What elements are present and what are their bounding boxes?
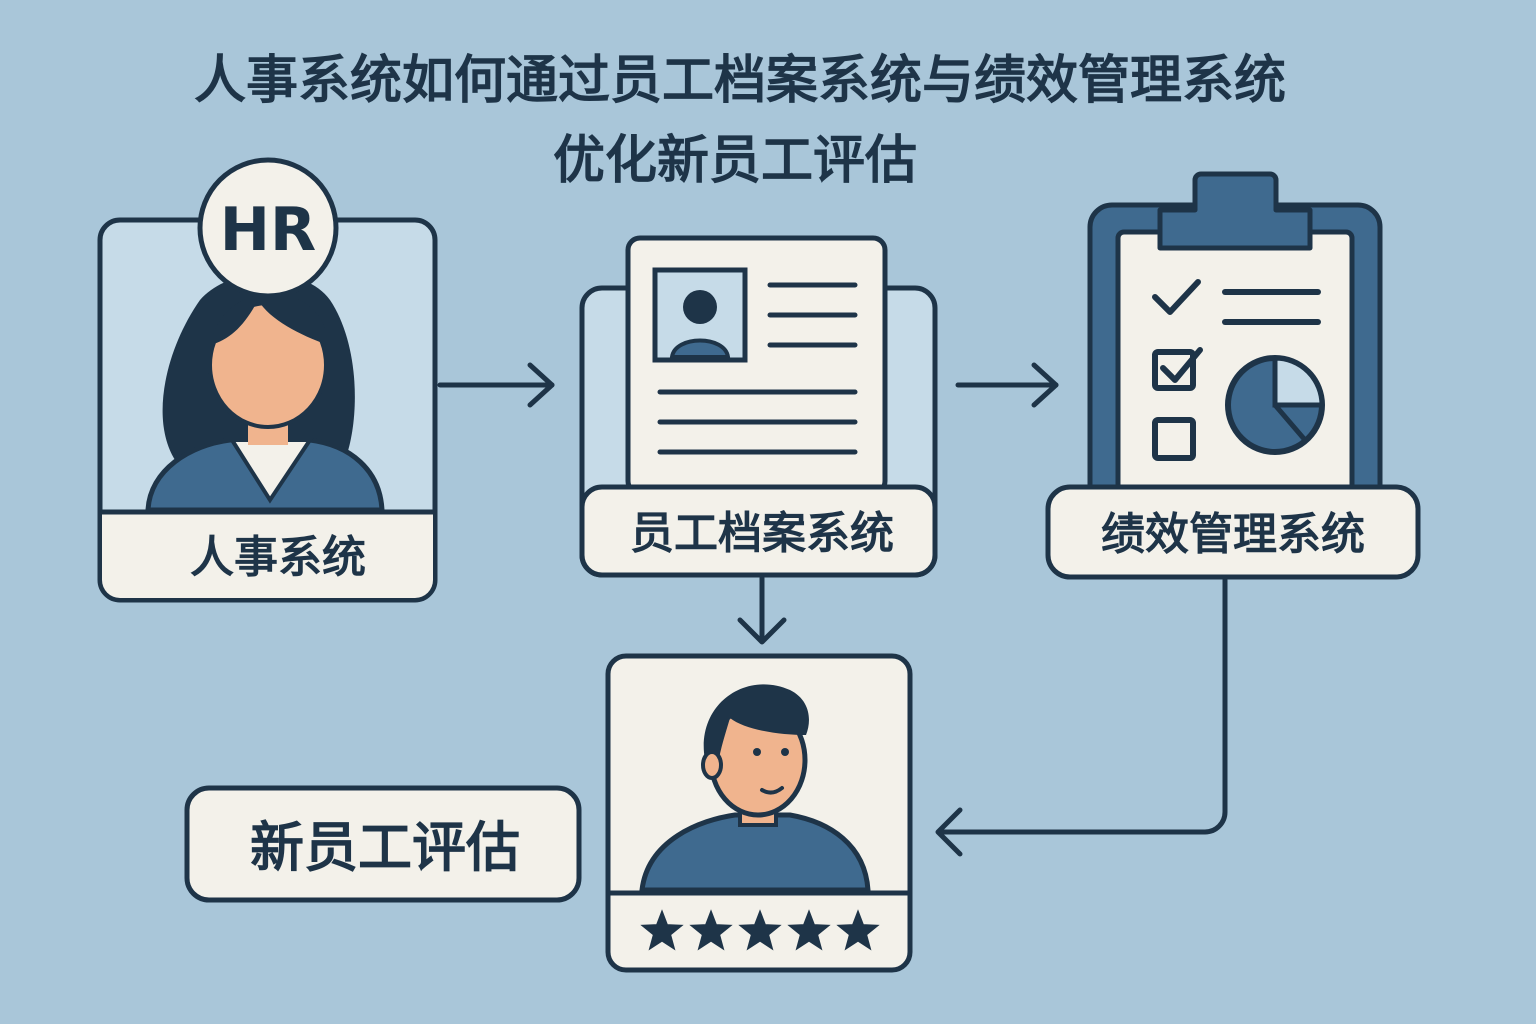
title-line-2: 优化新员工评估 bbox=[553, 131, 917, 191]
employee-avatar-icon bbox=[639, 684, 871, 893]
title-line-1: 人事系统如何通过员工档案系统与绩效管理系统 bbox=[194, 51, 1286, 111]
star-icon bbox=[738, 909, 782, 951]
employee-profile-label: 员工档案系统 bbox=[630, 508, 894, 559]
employee-profile-card: 员工档案系统 bbox=[579, 235, 938, 578]
rating-stars bbox=[640, 909, 880, 951]
profile-photo-icon bbox=[652, 267, 748, 363]
hr-person-icon bbox=[145, 273, 385, 513]
document-lines-icon bbox=[657, 282, 858, 455]
performance-management-label: 绩效管理系统 bbox=[1101, 509, 1365, 560]
new-employee-evaluation-label: 新员工评估 bbox=[250, 816, 520, 879]
new-employee-evaluation-box: 新员工评估 bbox=[184, 785, 582, 903]
arrow-profile-to-employee bbox=[737, 575, 787, 645]
arrow-performance-to-employee bbox=[935, 577, 1228, 857]
hr-badge-text: HR bbox=[220, 195, 316, 265]
arrow-profile-to-performance bbox=[955, 362, 1059, 408]
performance-management-card: 绩效管理系统 bbox=[1045, 171, 1421, 580]
pie-chart-icon bbox=[1225, 355, 1325, 455]
star-icon bbox=[836, 909, 880, 951]
star-icon bbox=[689, 909, 733, 951]
hr-system-label: 人事系统 bbox=[190, 532, 366, 583]
hr-badge: HR bbox=[197, 157, 339, 299]
new-employee-card bbox=[605, 653, 913, 973]
checklist-icon bbox=[1152, 279, 1321, 461]
clipboard-clip-icon bbox=[1157, 171, 1313, 251]
star-icon bbox=[640, 909, 684, 951]
star-icon bbox=[787, 909, 831, 951]
arrow-hr-to-profile bbox=[437, 362, 555, 408]
hr-system-card: 人事系统 bbox=[97, 217, 438, 603]
